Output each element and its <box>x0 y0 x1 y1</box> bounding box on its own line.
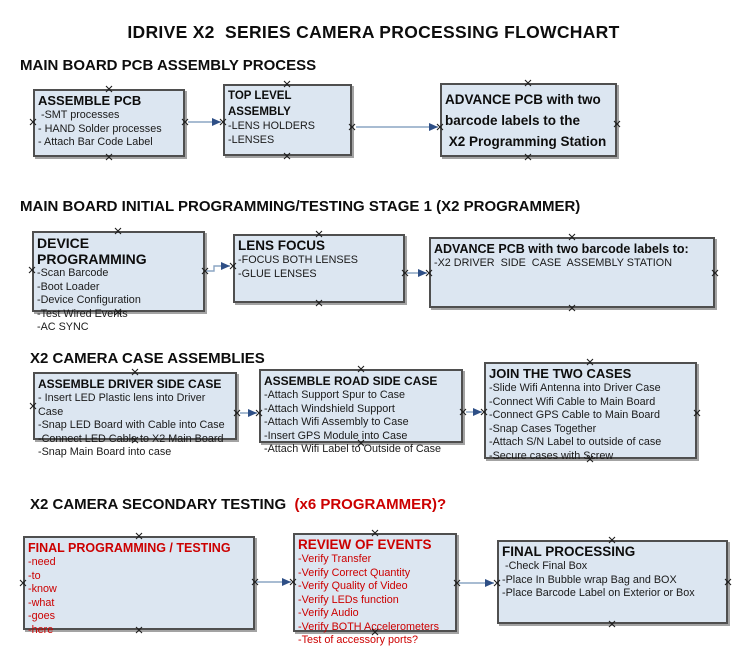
flow-box-device-programming: DEVICE PROGRAMMING -Scan Barcode-Boot Lo… <box>32 231 205 333</box>
flow-box-assemble-driver-side-case: ASSEMBLE DRIVER SIDE CASE - Insert LED P… <box>33 372 237 458</box>
box-item: -GLUE LENSES <box>238 267 317 280</box>
box-title: ASSEMBLE ROAD SIDE CASE <box>264 374 438 388</box>
box-title: FINAL PROCESSING <box>502 544 636 559</box>
box-item: -here <box>28 623 54 636</box>
box-item: - Insert LED Plastic lens into Driver Ca… <box>38 392 209 418</box>
box-item: -Secure cases with Screw <box>489 449 614 462</box>
heading-black-part: X2 CAMERA SECONDARY TESTING <box>30 496 291 513</box>
box-item: -Test of accessory ports? <box>298 634 419 646</box>
box-item: -Check Final Box <box>502 560 588 572</box>
box-items: -X2 DRIVER SIDE CASE ASSEMBLY STATION <box>434 257 710 271</box>
box-item: -Attach Wifi Assembly to Case <box>264 416 409 428</box>
box-item: -LENSES <box>228 133 275 146</box>
flow-box-advance-pcb-programming-station: ADVANCE PCB with two barcode labels to t… <box>440 83 617 157</box>
box-item: -Verify Transfer <box>298 553 372 565</box>
heading-red-part: (x6 PROGRAMMER)? <box>290 496 447 513</box>
box-item: -Connect GPS Cable to Main Board <box>489 409 661 421</box>
box-item: -Snap LED Board with Cable into Case <box>38 419 225 431</box>
flow-box-review-of-events: REVIEW OF EVENTS -Verify Transfer-Verify… <box>293 533 457 646</box>
box-items: -Verify Transfer-Verify Correct Quantity… <box>298 553 452 648</box>
flow-box-final-programming-testing: FINAL PROGRAMMING / TESTING -need-to-kno… <box>23 536 255 636</box>
box-item: -Attach Windshield Support <box>264 402 395 415</box>
box-item: -Attach Wifi Label to Outside of Case <box>264 443 442 455</box>
box-item: -Attach S/N Label to outside of case <box>489 436 662 448</box>
arrow-device-to-lensfocus <box>206 262 230 272</box>
box-items: -LENS HOLDERS-LENSES <box>228 120 347 147</box>
section-heading-initial-programming: MAIN BOARD INITIAL PROGRAMMING/TESTING S… <box>20 198 581 215</box>
flow-box-advance-pcb-driver-side-station: ADVANCE PCB with two barcode labels to: … <box>429 237 715 308</box>
box-item: -Scan Barcode <box>37 267 109 279</box>
box-item: -Place In Bubble wrap Bag and BOX <box>502 573 677 586</box>
flow-box-join-the-two-cases: JOIN THE TWO CASES -Slide Wifi Antenna i… <box>484 362 697 462</box>
box-title: JOIN THE TWO CASES <box>489 366 632 381</box>
box-item: -Place Barcode Label on Exterior or Box <box>502 587 695 599</box>
box-item: -X2 DRIVER SIDE CASE ASSEMBLY STATION <box>434 257 672 269</box>
box-item: -Boot Loader <box>37 280 100 293</box>
box-item: -Attach Support Spur to Case <box>264 389 406 401</box>
flow-box-assemble-road-side-case: ASSEMBLE ROAD SIDE CASE -Attach Support … <box>259 369 463 455</box>
box-items: -SMT processes- HAND Solder processes- A… <box>38 109 180 150</box>
box-items: -need-to-know-what-goes-here <box>28 556 250 637</box>
box-item: -Test Wired Events <box>37 307 128 320</box>
box-item: -what <box>28 596 55 609</box>
box-item: -Connect LED Cable to X2 Main Board <box>38 432 224 445</box>
box-item: - HAND Solder processes <box>38 122 162 135</box>
box-item: -know <box>28 583 57 595</box>
box-title: REVIEW OF EVENTS <box>298 537 432 552</box>
section-heading-pcb-assembly: MAIN BOARD PCB ASSEMBLY PROCESS <box>20 57 317 74</box>
box-items: - Insert LED Plastic lens into Driver Ca… <box>38 392 232 460</box>
box-item: -need <box>28 556 56 568</box>
section-heading-secondary-testing: X2 CAMERA SECONDARY TESTING (x6 PROGRAMM… <box>30 496 446 513</box>
box-title: DEVICE PROGRAMMING <box>37 235 147 267</box>
box-items: -Attach Support Spur to Case-Attach Wind… <box>264 389 458 457</box>
box-item: -SMT processes <box>38 109 120 121</box>
box-item: -Device Configuration <box>37 294 141 306</box>
box-item: -Verify BOTH Accelerometers <box>298 620 439 633</box>
box-item: -Connect Wifi Cable to Main Board <box>489 395 656 408</box>
box-items: -Scan Barcode-Boot Loader-Device Configu… <box>37 267 200 335</box>
box-item: - Attach Bar Code Label <box>38 136 153 148</box>
box-item: -FOCUS BOTH LENSES <box>238 254 358 266</box>
box-title: FINAL PROGRAMMING / TESTING <box>28 541 231 555</box>
box-item: -Snap Main Board into case <box>38 446 172 458</box>
box-item: -to <box>28 569 41 582</box>
section-heading-case-assemblies: X2 CAMERA CASE ASSEMBLIES <box>30 350 265 367</box>
box-item: -Verify Audio <box>298 607 359 619</box>
box-item: -Slide Wifi Antenna into Driver Case <box>489 382 661 394</box>
box-title: LENS FOCUS <box>238 238 326 253</box>
box-title: ADVANCE PCB with two barcode labels to: <box>434 242 689 256</box>
box-item: -LENS HOLDERS <box>228 120 315 132</box>
box-title: ASSEMBLE DRIVER SIDE CASE <box>38 377 222 391</box>
page-title: IDRIVE X2 SERIES CAMERA PROCESSING FLOWC… <box>127 22 620 42</box>
box-item: -Snap Cases Together <box>489 422 597 435</box>
flow-box-top-level-assembly: TOP LEVEL ASSEMBLY -LENS HOLDERS-LENSES <box>223 84 352 156</box>
box-item: -Verify Quality of Video <box>298 580 408 592</box>
box-title: TOP LEVEL ASSEMBLY <box>228 90 295 118</box>
box-item: -AC SYNC <box>37 321 89 333</box>
box-item: -Insert GPS Module into Case <box>264 429 408 442</box>
box-item: -Verify Correct Quantity <box>298 566 411 579</box>
flow-box-lens-focus: LENS FOCUS -FOCUS BOTH LENSES-GLUE LENSE… <box>233 234 405 303</box>
box-items: -FOCUS BOTH LENSES-GLUE LENSES <box>238 254 400 281</box>
box-items: -Slide Wifi Antenna into Driver Case-Con… <box>489 382 692 463</box>
box-item: -Verify LEDs function <box>298 593 399 606</box>
box-item: -goes <box>28 610 56 622</box>
flow-box-final-processing: FINAL PROCESSING -Check Final Box-Place … <box>497 540 728 624</box>
box-title: ADVANCE PCB with two barcode labels to t… <box>445 92 607 149</box>
flow-box-assemble-pcb: ASSEMBLE PCB -SMT processes- HAND Solder… <box>33 89 185 157</box>
box-items: -Check Final Box-Place In Bubble wrap Ba… <box>502 560 723 601</box>
box-title: ASSEMBLE PCB <box>38 93 142 108</box>
